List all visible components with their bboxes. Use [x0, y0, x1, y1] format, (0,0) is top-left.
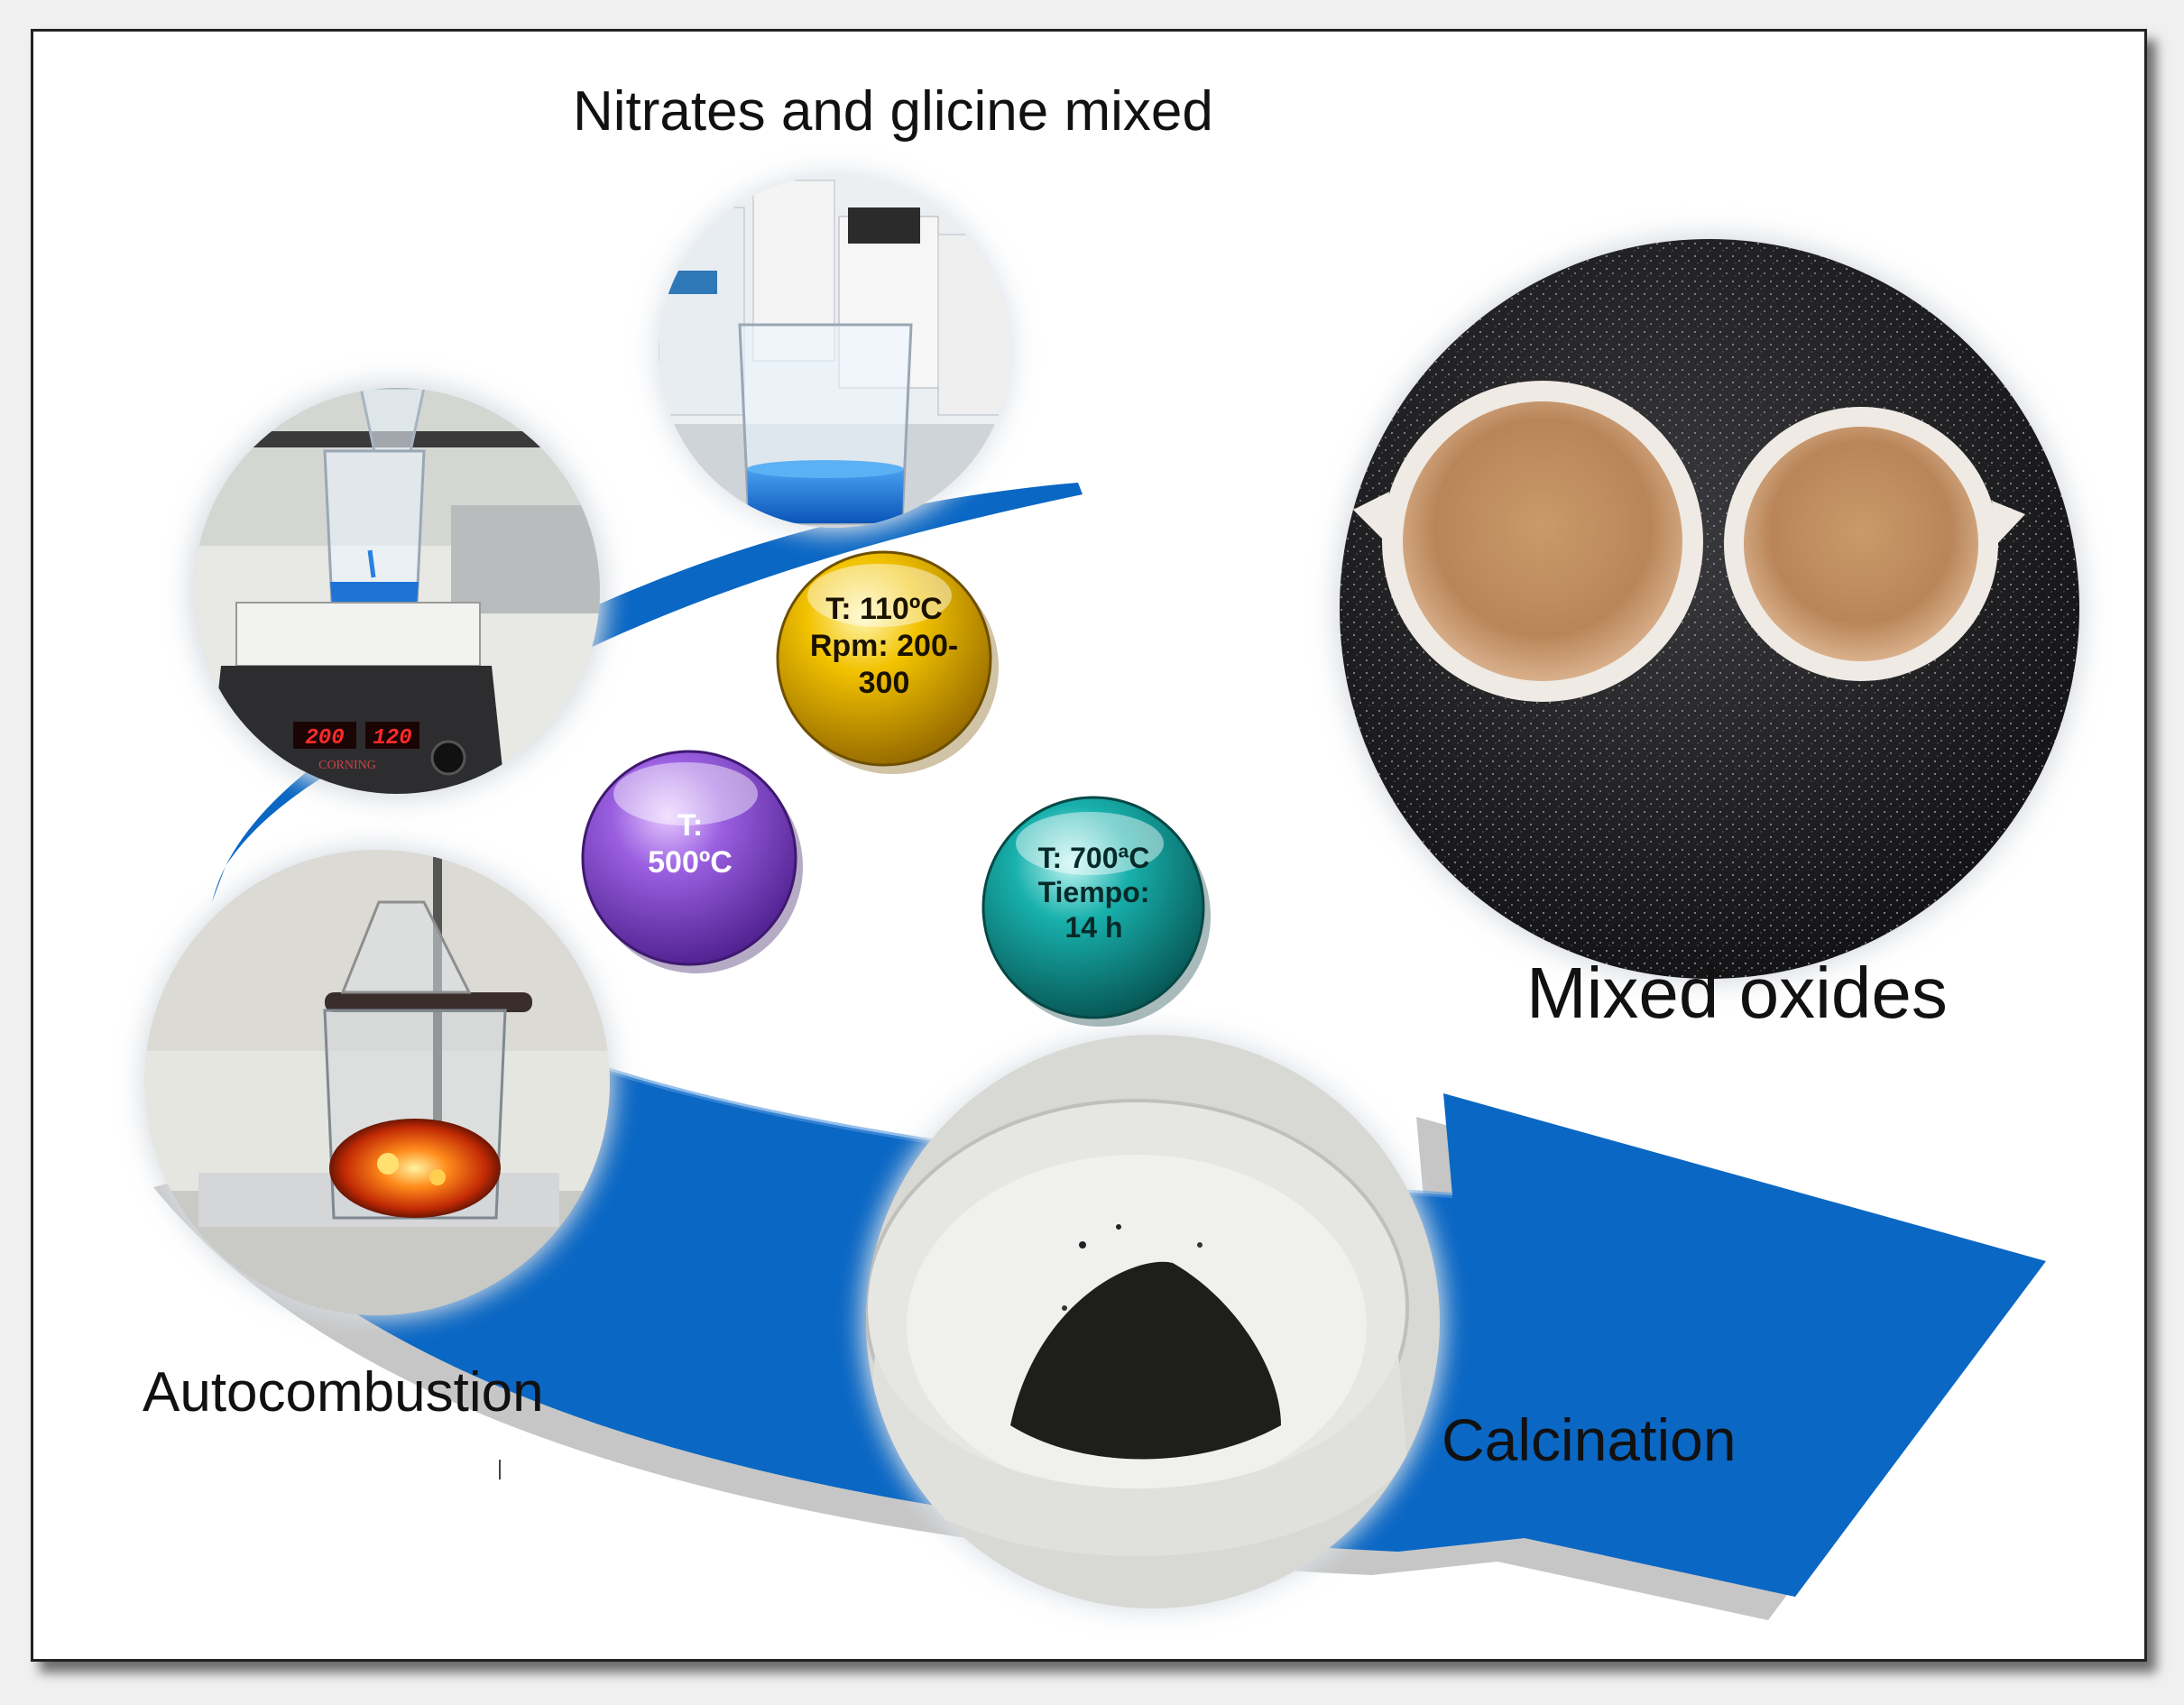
stray-mark	[499, 1460, 501, 1479]
calcination-time-label: Tiempo:	[1037, 876, 1150, 909]
combustion-temp-value: 500ºC	[648, 844, 733, 880]
title-nitrates-glicine: Nitrates and glicine mixed	[573, 80, 1213, 143]
stirring-rpm-cont: 300	[858, 665, 910, 700]
label-calcination: Calcination	[1442, 1406, 1737, 1473]
label-autocombustion: Autocombustion	[143, 1361, 544, 1424]
stirring-rpm: Rpm: 200-	[809, 628, 959, 663]
condition-bubble-calcination	[981, 796, 1211, 1027]
calcination-time-value: 14 h	[1064, 910, 1123, 944]
beaker-reagents-photo	[654, 171, 1015, 532]
calcination-conditions: T: 700ªC Tiempo: 14 h	[992, 841, 1195, 945]
combustion-temp-label: T:	[677, 808, 704, 843]
label-mixed-oxides: Mixed oxides	[1526, 953, 1948, 1033]
hotplate-photo: 200 120 CORNING	[188, 382, 606, 800]
hotplate-brand: CORNING	[318, 759, 376, 772]
hotplate-display-left: 200	[305, 726, 344, 751]
condition-bubble-combustion	[581, 750, 803, 973]
calcination-temp: T: 700ªC	[1037, 842, 1150, 874]
combustion-conditions: T: 500ºC	[595, 807, 785, 881]
mixed-oxides-photo	[1335, 235, 2084, 983]
condition-bubble-stirring	[776, 550, 999, 774]
stirring-conditions: T: 110ºC Rpm: 200- 300	[780, 591, 988, 701]
hotplate-display-right: 120	[373, 726, 411, 751]
calcination-photo	[862, 1031, 1443, 1612]
stirring-temp: T: 110ºC	[825, 592, 943, 626]
